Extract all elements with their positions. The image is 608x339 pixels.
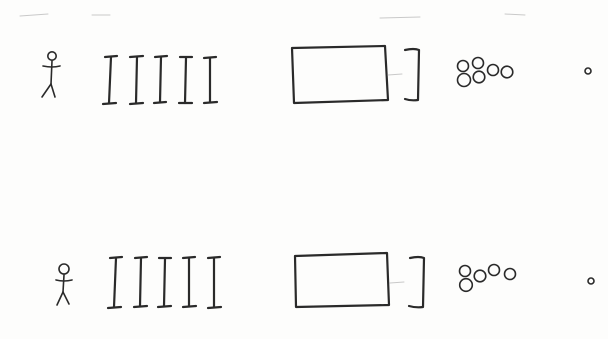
bar-4 bbox=[183, 257, 196, 307]
bars-icon bbox=[108, 257, 221, 308]
row-2 bbox=[56, 253, 594, 308]
paper-smudges bbox=[20, 14, 525, 18]
bar-3 bbox=[154, 56, 167, 103]
bar-4 bbox=[179, 57, 192, 103]
connector-line bbox=[390, 282, 404, 283]
bar-1 bbox=[103, 56, 117, 104]
row-1 bbox=[42, 46, 591, 104]
bar-5 bbox=[204, 57, 217, 103]
bar-2 bbox=[130, 56, 143, 104]
connector-line bbox=[388, 74, 402, 75]
box-icon bbox=[292, 46, 388, 103]
dot-icon bbox=[585, 68, 591, 74]
bars-icon bbox=[103, 56, 217, 104]
bar-2 bbox=[134, 257, 147, 307]
bracket-icon bbox=[409, 257, 424, 307]
box-icon bbox=[295, 253, 389, 307]
bracket-icon bbox=[405, 49, 419, 100]
dot-icon bbox=[588, 278, 594, 284]
circles-cluster-icon bbox=[458, 58, 513, 87]
bar-5 bbox=[208, 257, 221, 308]
bar-3 bbox=[158, 258, 171, 307]
circles-cluster-icon bbox=[460, 265, 516, 292]
person-icon bbox=[42, 52, 60, 97]
person-icon bbox=[56, 264, 72, 305]
bar-1 bbox=[108, 257, 122, 308]
